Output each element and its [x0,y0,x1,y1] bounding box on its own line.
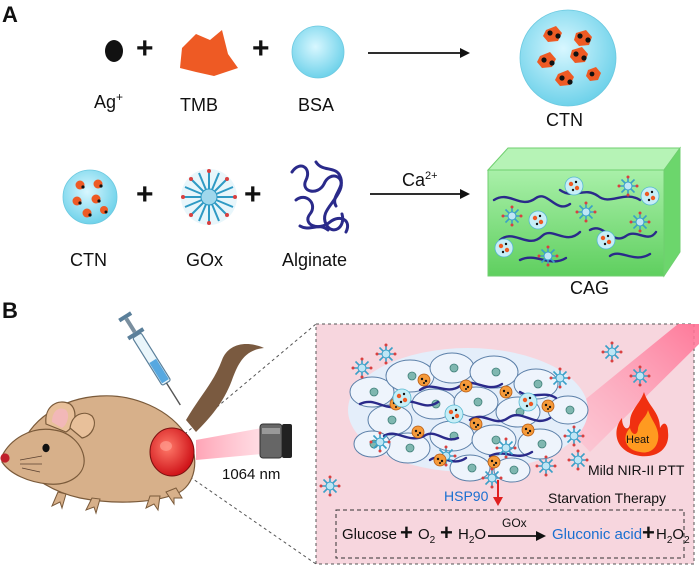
label-ag-sup: + [116,90,124,104]
reaction-o2: O2 [418,526,435,546]
reaction-o2-text: O [418,526,430,543]
ag-ion-shape [105,40,123,62]
reaction-plus-3: + [642,520,655,545]
cag-hydrogel-block [486,146,681,278]
panel-label-b: B [2,298,18,323]
ctn-particle-small [62,169,118,225]
label-ag-text: Ag [94,92,117,112]
reaction-h2o2: H2O2 [656,526,690,546]
reaction-h2o: H2O [458,526,486,546]
label-wavelength: 1064 nm [222,466,281,483]
reaction-plus-1: + [400,520,413,545]
label-cag: CAG [570,278,610,298]
label-ag: Ag+ [94,90,123,113]
zoom-line-bottom [179,469,317,565]
alginate-chain-shape [290,160,349,234]
tmb-shape [180,30,238,76]
bsa-shape [291,25,345,79]
tumor-shape [149,427,195,477]
reaction-gluconic-acid: Gluconic acid [552,526,643,543]
gox-enzyme-shape [181,169,237,225]
label-ca-sup: 2+ [425,170,438,182]
reaction-h2o2-sub1: 2 [666,535,673,546]
label-ptt: Mild NIR-II PTT [588,462,685,478]
label-alginate: Alginate [282,250,348,270]
tissue-cells [318,340,652,498]
reaction-h2o-h: H [458,526,469,543]
reaction-enzyme: GOx [502,516,527,530]
mouse-shape [0,344,264,515]
label-bsa: BSA [298,95,335,115]
reaction-h2o-sub: 2 [468,535,475,546]
reaction-h2o2-o: O [672,526,685,543]
label-starvation: Starvation Therapy [548,490,667,506]
laser-beam-large [560,324,699,452]
label-hsp90: HSP90 [444,488,489,504]
label-ca-text: Ca [402,170,426,190]
reaction-h2o2-h: H [656,526,667,543]
label-ctn-product: CTN [546,110,583,130]
reaction-h2o-o: O [474,526,487,543]
label-ctn: CTN [70,250,107,270]
flame-shape [616,392,669,457]
plus-4: + [244,178,262,211]
plus-3: + [136,178,154,211]
label-tmb: TMB [180,95,218,115]
syringe-shape [118,311,181,406]
label-gox: GOx [186,250,224,270]
ctn-particle-large [519,9,617,107]
reaction-glucose: Glucose [342,526,398,543]
plus-2: + [252,32,270,65]
reaction-box [335,509,685,559]
reaction-o2-sub: 2 [429,535,436,546]
laser-beam-small [196,428,262,460]
laser-device-shape [259,423,292,459]
reaction-h2o2-sub2: 2 [684,535,690,546]
plus-1: + [136,32,154,65]
label-heat: Heat [626,434,650,446]
panel-label-a: A [2,2,18,27]
reaction-plus-2: + [440,520,453,545]
label-ca: Ca2+ [402,170,438,191]
